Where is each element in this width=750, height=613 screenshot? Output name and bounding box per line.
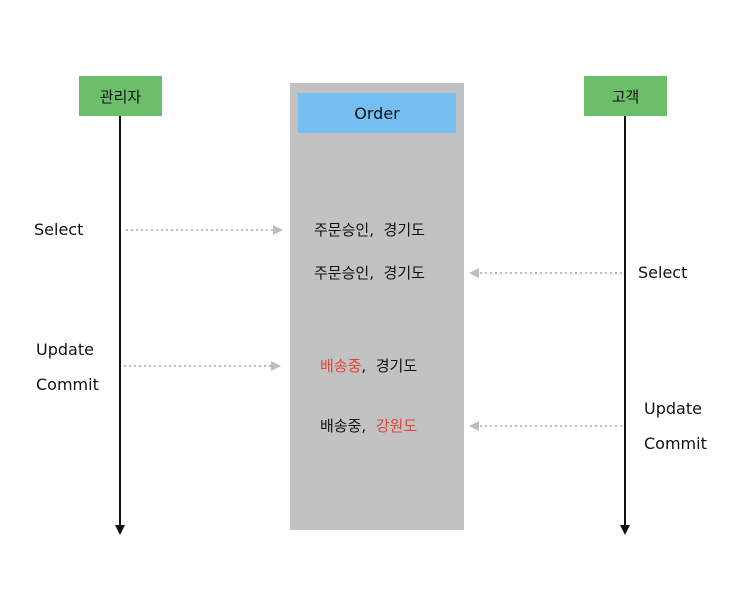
admin-select-label: Select <box>34 220 84 239</box>
order-row-4: 배송중, 강원도 <box>320 416 417 436</box>
order-row-comma: , <box>361 357 367 375</box>
order-row-region: 경기도 <box>383 264 425 282</box>
order-row-3: 배송중, 경기도 <box>320 356 417 376</box>
admin-update-label: Update <box>36 340 94 359</box>
order-row-region: 경기도 <box>383 221 425 239</box>
order-row-region: 경기도 <box>375 357 418 375</box>
actor-admin: 관리자 <box>79 76 162 116</box>
customer-update-label: Update <box>644 399 702 418</box>
order-row-2: 주문승인, 경기도 <box>314 263 425 283</box>
order-row-status: 배송중, <box>320 417 367 435</box>
order-row-region-highlight: 강원도 <box>375 417 418 435</box>
order-table-box <box>290 83 464 530</box>
order-title: Order <box>298 93 456 133</box>
actor-customer: 고객 <box>584 76 667 116</box>
customer-commit-label: Commit <box>644 434 707 453</box>
admin-commit-label: Commit <box>36 375 99 394</box>
order-row-status: 주문승인, <box>314 221 374 239</box>
customer-select-label: Select <box>638 263 688 282</box>
order-row-1: 주문승인, 경기도 <box>314 220 425 240</box>
order-row-status-highlight: 배송중 <box>320 357 362 375</box>
order-row-status: 주문승인, <box>314 264 374 282</box>
